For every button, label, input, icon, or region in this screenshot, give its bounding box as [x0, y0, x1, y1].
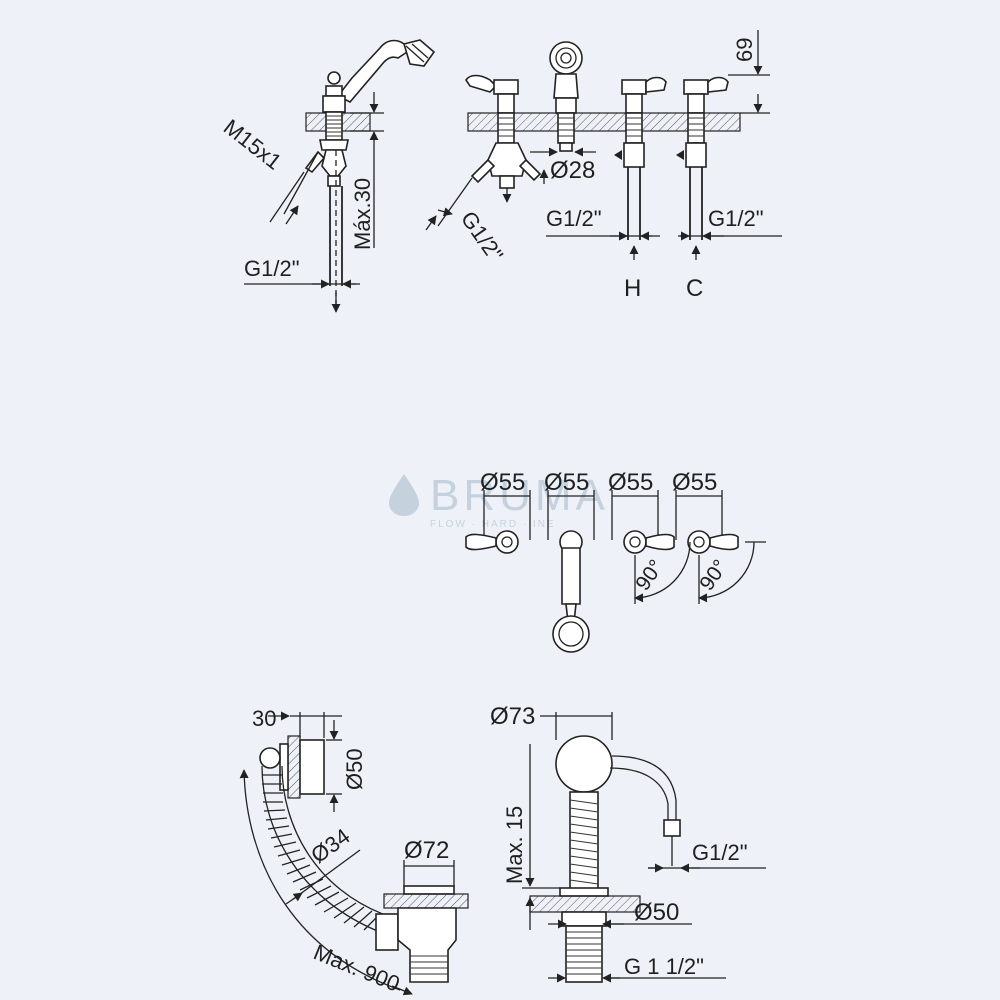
- head-diameter-label: Ø73: [490, 703, 535, 730]
- thread-dimension-label: M15x1: [219, 114, 286, 174]
- overflow-depth-label: 30: [252, 706, 276, 731]
- side-section-view: M15x1 Máx.30 G1/2": [219, 39, 436, 313]
- threaded-shank: [325, 111, 343, 141]
- deck-hatch-front: [467, 112, 741, 132]
- cold-marker: C: [686, 275, 703, 302]
- rosette-diameter-3: Ø55: [608, 469, 653, 496]
- waste-overflow-view: 30 Ø50 Ø34 Ø72 Max. 900: [239, 706, 469, 997]
- watermark-tagline: FLOW · HARD · INE: [430, 519, 556, 530]
- front-section-view: 69 Ø28 G1/2" G1/2" H G1/2" C: [425, 30, 782, 302]
- hot-valve: [614, 76, 667, 240]
- filler-deck-hatch: [529, 895, 641, 913]
- base-diameter-label: Ø50: [634, 899, 679, 926]
- rosette-diameter-4: Ø55: [672, 469, 717, 496]
- shank-diameter-label: Ø28: [550, 157, 595, 184]
- bath-floor-hatch: [383, 893, 469, 909]
- plug-top: [403, 885, 455, 895]
- hand-shower-head: [402, 39, 436, 67]
- rosette-diameter-2: Ø55: [544, 469, 589, 496]
- hot-marker: H: [624, 275, 641, 302]
- plan-lever-3: [623, 530, 675, 554]
- cold-inlet-label: G1/2": [708, 206, 764, 231]
- inlet-thread-label: G1/2": [244, 256, 300, 281]
- overflow-plate: [299, 739, 325, 795]
- shower-holder: [549, 41, 583, 152]
- rotation-angle-1: 90°: [631, 556, 668, 595]
- max-height-label: Max. 15: [502, 806, 527, 884]
- filler-spout-view: Ø73 Max. 15 G1/2" Ø50 G 1 1/2": [490, 703, 766, 983]
- filler-inlet-label: G1/2": [692, 840, 748, 865]
- rosette-dimensions: [483, 490, 723, 540]
- holder-cup: [325, 85, 343, 97]
- max-depth-label: Máx.30: [350, 178, 375, 250]
- cold-valve: [676, 76, 729, 240]
- rosette-diameter-1: Ø55: [480, 469, 525, 496]
- plan-spout: [552, 530, 590, 653]
- bath-wall-hatch: [287, 735, 301, 799]
- hot-valve-left: [465, 74, 542, 203]
- corrugated-hose: [261, 765, 389, 933]
- plan-lever-1: [465, 530, 519, 554]
- filler-column: [569, 791, 599, 893]
- plan-view: Ø55 Ø55 Ø55 Ø55: [465, 469, 766, 653]
- overflow-diameter-label: Ø50: [342, 748, 367, 790]
- outlet-thread-label: G 1 1/2": [624, 954, 704, 979]
- diverter-body: [321, 149, 347, 177]
- filler-head: [555, 735, 613, 793]
- plan-lever-4: [687, 530, 739, 554]
- hot-inlet-label: G1/2": [546, 206, 602, 231]
- plug-diameter-label: Ø72: [404, 837, 449, 864]
- rotation-angle-2: 90°: [695, 556, 732, 595]
- height-69-label: 69: [732, 38, 757, 62]
- left-inlet-label: G1/2": [456, 207, 508, 267]
- water-drop-logo: [389, 474, 419, 516]
